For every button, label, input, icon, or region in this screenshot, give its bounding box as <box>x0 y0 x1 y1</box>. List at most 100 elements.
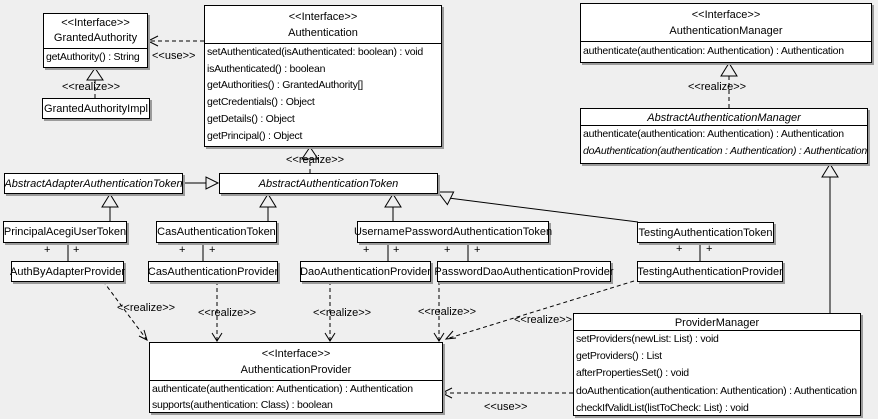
class-authenticationprovider: <<Interface>> AuthenticationProvider aut… <box>149 342 443 413</box>
stereotype: <<Interface>> <box>288 11 358 23</box>
class-name: DaoAuthenticationProvider <box>300 265 431 278</box>
method: getCredentials() : Object <box>207 96 315 109</box>
realize-grantedauthorityimpl-to-grantedauthority <box>86 67 104 98</box>
class-name: CasAuthenticationToken <box>157 226 276 238</box>
multiplicity-plus: + <box>363 244 370 256</box>
method: getDetails() : Object <box>207 112 295 125</box>
stereotype: <<Interface>> <box>261 348 331 360</box>
realize-authbyadapter-to-authenticationprovider <box>102 280 148 341</box>
class-passworddaoauthenticationprovider: PasswordDaoAuthenticationProvider <box>434 261 614 282</box>
method: getAuthority() : String <box>46 51 140 63</box>
class-authenticationmanager: <<Interface>> AuthenticationManager auth… <box>580 3 872 63</box>
generalization-testingtoken-to-abstracttoken <box>437 191 639 223</box>
class-authbyadapterprovider: AuthByAdapterProvider <box>10 261 125 282</box>
multiplicity-plus: + <box>73 244 80 256</box>
class-name: AbstractAuthenticationManager <box>647 112 801 124</box>
generalization-providermanager-to-abstractauthmanager <box>821 163 839 313</box>
class-name: GrantedAuthority <box>53 32 138 44</box>
generalization-usernamepasswordtoken-to-abstracttoken <box>384 193 402 221</box>
class-name: Authentication <box>288 27 358 39</box>
realize-testingprovider-to-authenticationprovider <box>444 280 635 340</box>
class-name: AbstractAdapterAuthenticationToken <box>4 177 183 190</box>
class-authentication: <<Interface>> Authentication setAuthenti… <box>204 5 442 147</box>
class-name: TestingAuthenticationToken <box>638 226 773 239</box>
method: supports(authentication: Class) : boolea… <box>152 399 333 412</box>
use-authentication-to-grantedauthority <box>146 35 204 47</box>
realize-label: <<realize>> <box>514 314 573 326</box>
class-testingauthenticationtoken: TestingAuthenticationToken <box>637 222 774 243</box>
multiplicity-plus: + <box>209 244 216 256</box>
realize-label: <<realize>> <box>313 307 372 319</box>
class-abstractadapterauthenticationtoken: AbstractAdapterAuthenticationToken <box>4 173 183 194</box>
method: getProviders() : List <box>576 350 662 363</box>
class-grantedauthority: <<Interface>> GrantedAuthority getAuthor… <box>43 13 148 68</box>
multiplicity-plus: + <box>44 244 51 256</box>
realize-abstracttoken-to-authentication <box>301 146 319 173</box>
multiplicity-plus: + <box>676 243 683 255</box>
divider <box>581 41 871 42</box>
generalization-principalacegi-to-abstractadapter <box>101 193 119 221</box>
method-abstract: doAuthentication(authentication : Authen… <box>583 145 867 157</box>
realize-passworddaoprovider-to-authenticationprovider <box>433 281 445 342</box>
use-label: <<use>> <box>484 401 528 413</box>
divider <box>574 330 860 331</box>
class-name: AuthenticationProvider <box>240 364 352 376</box>
method: authenticate(authentication: Authenticat… <box>152 383 413 395</box>
class-name: TestingAuthenticationProvider <box>637 265 783 278</box>
class-name: CasAuthenticationProvider <box>147 265 279 278</box>
stereotype: <<Interface>> <box>61 17 130 29</box>
realize-label: <<realize>> <box>62 81 121 93</box>
realize-daoprovider-to-authenticationprovider <box>324 281 336 342</box>
method: isAuthenticated() : boolean <box>207 62 326 75</box>
method: setProviders(newList: List) : void <box>576 333 719 345</box>
multiplicity-plus: + <box>179 244 186 256</box>
class-abstractauthenticationmanager: AbstractAuthenticationManager authentica… <box>580 108 868 164</box>
realize-label: <<realize>> <box>198 307 257 319</box>
multiplicity-plus: + <box>706 243 713 255</box>
class-name: ProviderManager <box>674 317 760 329</box>
method: setAuthenticated(isAuthenticated: boolea… <box>207 46 423 58</box>
use-providermanager-to-authenticationprovider <box>440 387 573 399</box>
method: doAuthentication(authentication: Authent… <box>576 384 857 397</box>
class-name: AuthByAdapterProvider <box>10 265 125 278</box>
realize-label: <<realize>> <box>117 302 176 314</box>
realize-label: <<realize>> <box>418 306 477 318</box>
divider <box>44 48 147 49</box>
class-testingauthenticationprovider: TestingAuthenticationProvider <box>637 261 783 282</box>
method: checkIfValidList(listToCheck: List) : vo… <box>576 401 749 414</box>
multiplicity-plus: + <box>474 244 481 256</box>
class-abstractauthenticationtoken: AbstractAuthenticationToken <box>219 173 438 194</box>
class-name: PasswordDaoAuthenticationProvider <box>434 265 614 278</box>
class-principalacegiusertoken: PrincipalAcegiUserToken <box>3 221 127 243</box>
class-name: GrantedAuthorityImpl <box>44 102 148 115</box>
class-casauthenticationprovider: CasAuthenticationProvider <box>148 261 278 282</box>
class-grantedauthorityimpl: GrantedAuthorityImpl <box>42 98 150 119</box>
association-token-provider-lines <box>67 242 701 261</box>
divider <box>205 43 441 44</box>
generalization-castoken-to-abstracttoken <box>259 193 277 221</box>
class-name: PrincipalAcegiUserToken <box>3 226 127 238</box>
realize-label: <<realize>> <box>688 81 747 93</box>
method: getAuthorities() : GrantedAuthority[] <box>207 79 363 92</box>
class-providermanager: ProviderManager setProviders(newList: Li… <box>573 313 861 416</box>
method: authenticate(authentication: Authenticat… <box>583 45 844 57</box>
class-name: AuthenticationManager <box>669 25 783 37</box>
class-name: AbstractAuthenticationToken <box>258 177 399 190</box>
divider <box>150 380 442 381</box>
use-label: <<use>> <box>152 50 196 62</box>
realize-abstractauthmanager-to-authenticationmanager <box>720 62 738 108</box>
class-usernamepasswordauthenticationtoken: UsernamePasswordAuthenticationToken <box>353 221 553 243</box>
realize-casprovider-to-authenticationprovider <box>211 281 223 342</box>
realize-label: <<realize>> <box>286 154 345 166</box>
multiplicity-plus: + <box>393 244 400 256</box>
class-name: UsernamePasswordAuthenticationToken <box>353 226 553 238</box>
multiplicity-plus: + <box>444 244 451 256</box>
class-daoauthenticationprovider: DaoAuthenticationProvider <box>300 261 431 282</box>
method: getPrincipal() : Object <box>207 129 303 142</box>
class-casauthenticationtoken: CasAuthenticationToken <box>156 221 277 243</box>
divider <box>581 125 867 126</box>
method: afterPropertiesSet() : void <box>576 367 689 380</box>
generalization-abstractadapter-to-abstracttoken <box>183 176 220 190</box>
